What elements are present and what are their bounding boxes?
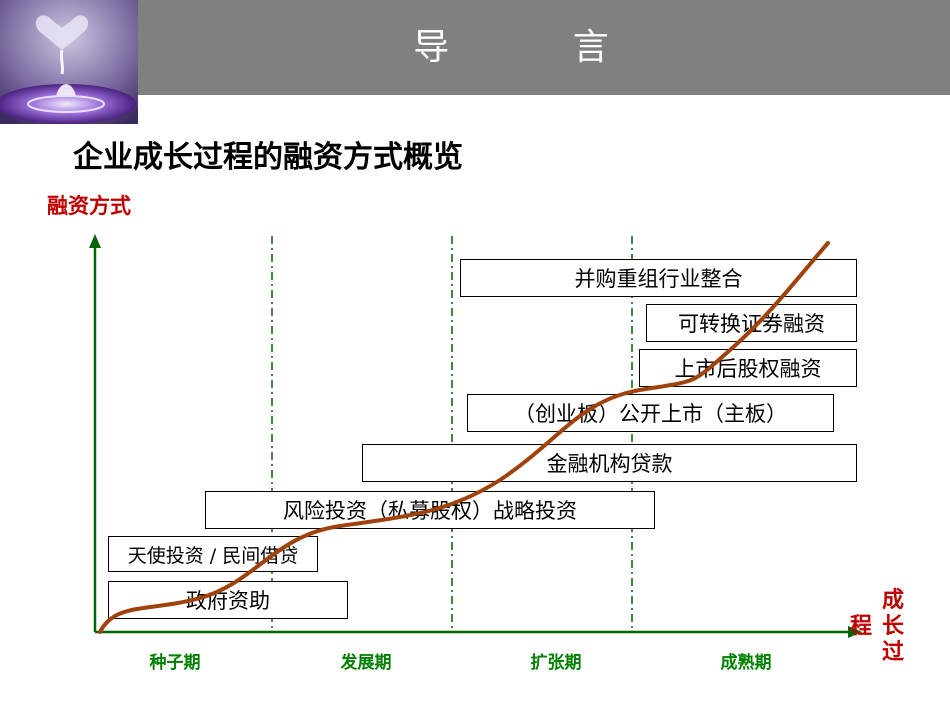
page-title: 导 言 — [413, 27, 665, 68]
financing-box-ipo: （创业板）公开上市（主板） — [467, 394, 834, 432]
financing-box-post-ipo-equity: 上市后股权融资 — [639, 349, 857, 387]
financing-box-angel: 天使投资 / 民间借贷 — [108, 536, 318, 572]
x-axis-label-text: 成长过程 — [850, 588, 912, 668]
stage-label-expansion: 扩张期 — [530, 653, 582, 673]
financing-box-convertible: 可转换证券融资 — [646, 304, 857, 342]
stage-label-seed: 种子期 — [149, 653, 201, 673]
y-axis-arrow — [89, 234, 101, 248]
header-bar — [0, 0, 950, 95]
water-drop-logo — [0, 0, 138, 124]
x-axis-label-char: 长 — [882, 614, 905, 639]
subtitle: 企业成长过程的融资方式概览 — [73, 140, 463, 175]
x-axis-label: 成长过程 — [850, 588, 912, 668]
growth-curve — [98, 241, 830, 634]
x-axis-arrow — [848, 626, 862, 638]
stage-label-maturity: 成熟期 — [720, 653, 772, 673]
y-axis-label: 融资方式 — [47, 194, 131, 218]
x-axis-label-char: 程 — [850, 614, 873, 639]
x-axis-label-char: 过 — [882, 640, 905, 665]
x-axis-label-char: 成 — [882, 588, 905, 613]
financing-box-bank-loans: 金融机构贷款 — [362, 444, 857, 482]
financing-box-m-and-a: 并购重组行业整合 — [460, 259, 857, 297]
stage-label-development: 发展期 — [340, 653, 392, 673]
